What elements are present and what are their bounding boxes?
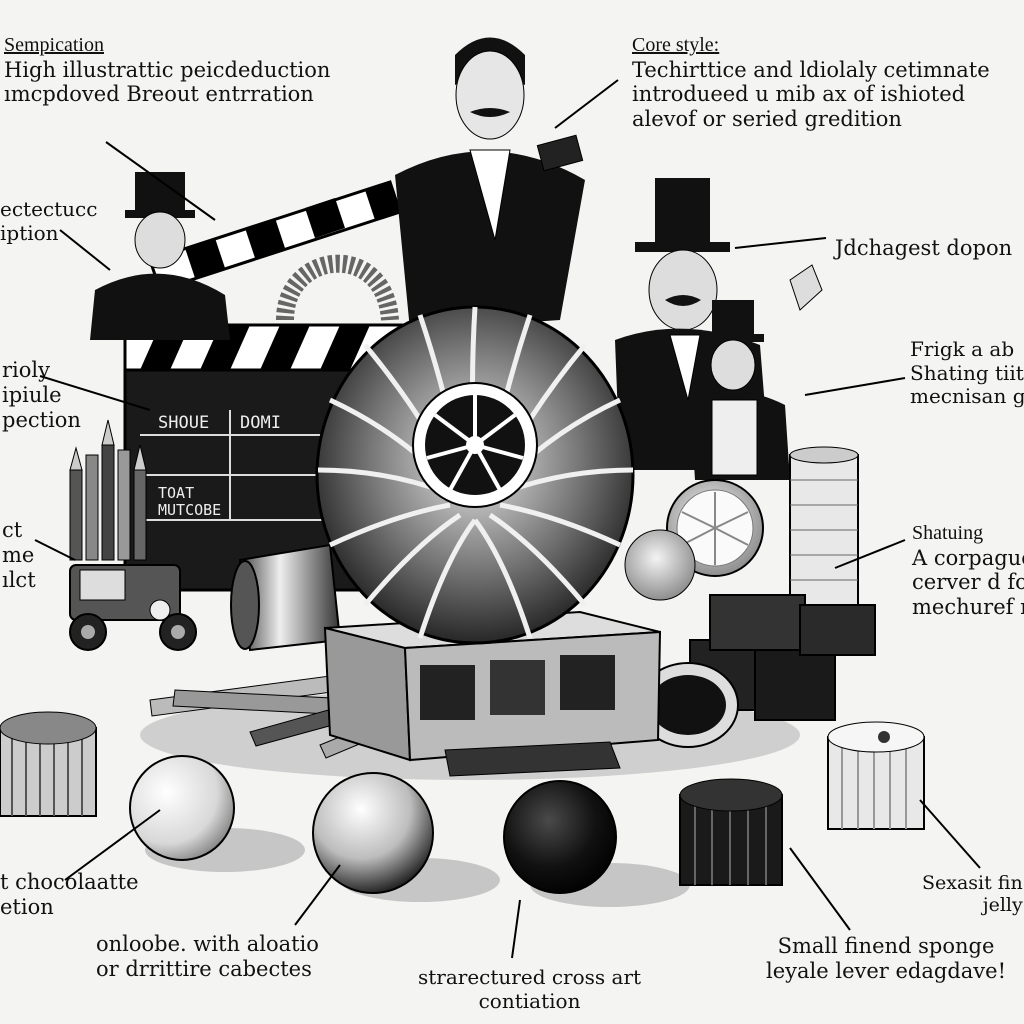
annotation-line: Small finend sponge	[777, 934, 995, 958]
annotation-onloobe: onloobe. with aloatio or drrittire cabec…	[96, 932, 319, 982]
stacked-rolls	[789, 446, 859, 616]
jelly-cupcake	[827, 721, 925, 830]
annotation-line: iption	[0, 220, 59, 245]
clapper-field-3: TOAT	[158, 484, 194, 502]
annotation-line: etion	[0, 894, 54, 919]
figure-small-tophat	[690, 264, 823, 480]
citrus-whole	[624, 529, 696, 601]
annotation-sponge: Small finend sponge leyale lever edagdav…	[766, 934, 1006, 984]
annotation-line: t chocolaatte	[0, 870, 139, 894]
annotation-title: Core style:	[632, 34, 720, 56]
annotation-line: ectectucc	[0, 197, 98, 221]
annotation-line: mechuref ro	[912, 595, 1024, 620]
annotation-line: Jdchagest dopon	[835, 236, 1013, 260]
vintage-car	[69, 564, 197, 651]
annotation-line: rioly	[2, 358, 50, 382]
annotation-line: Shating tiit	[910, 360, 1024, 385]
striped-candy-sphere	[315, 305, 635, 645]
annotation-line: me	[2, 542, 35, 567]
annotation-core-style: Core style: Techirttice and ldiolaly cet…	[632, 34, 990, 132]
annotation-title: Sempication	[4, 34, 104, 56]
pencil-bundle	[69, 419, 147, 561]
annotation-chocolate: t chocolaatte etion	[0, 870, 139, 920]
clapper-field-2: DOMI	[240, 413, 281, 433]
callout-lines	[34, 79, 981, 959]
annotation-title: Shatuing	[912, 522, 984, 544]
annotation-line: jelly	[982, 894, 1023, 917]
annotation-line: introdueed u mib ax of ishioted	[632, 82, 966, 107]
annotation-frigk: Frigk a ab Shating tiit mecnisan g	[910, 337, 1024, 409]
clapper-field-1: SHOUE	[158, 413, 209, 433]
annotation-line: ct	[2, 518, 23, 542]
white-chocolate-sphere	[129, 755, 235, 861]
annotation-line: cerver d fo	[912, 570, 1024, 595]
dark-cupcake	[679, 778, 783, 886]
annotation-line: mecnisan g	[910, 384, 1024, 409]
annotation-line: Frigk a ab	[910, 337, 1015, 361]
annotation-line: leyale lever edagdave!	[766, 958, 1007, 983]
clapper-field-4: MUTCOBE	[158, 501, 221, 519]
annotation-line: ılct	[2, 567, 36, 592]
annotation-jelly: Sexasit fin jelly	[922, 872, 1023, 917]
dusted-sphere	[312, 772, 434, 894]
annotation-jdchagest: Jdchagest dopon	[835, 236, 1012, 261]
cupcake-left	[0, 711, 97, 817]
annotation-line: ımcpdoved Breout entrration	[4, 82, 314, 107]
dark-sphere	[503, 780, 617, 894]
annotation-line: alevof or seried gredition	[632, 107, 902, 132]
annotation-line: A corpaguel	[912, 545, 1024, 570]
figure-left-tophat	[90, 172, 230, 340]
annotation-line: ipiule	[2, 382, 62, 407]
annotation-line: Sexasit fin	[922, 872, 1023, 894]
annotation-line: Techirttice and ldiolaly cetimnate	[632, 57, 990, 82]
spring-coil	[276, 254, 399, 322]
annotation-line: or drrittire cabectes	[96, 956, 312, 981]
annotation-shatuing: Shatuing A corpaguel cerver d fo mechure…	[912, 522, 1024, 620]
annotation-line: pection	[2, 407, 81, 432]
figure-center-gentleman	[395, 37, 585, 330]
annotation-simplification: Sempication High illustrattic peicdeduct…	[4, 34, 330, 107]
annotation-inspection: rioly ipiule pection	[2, 358, 81, 432]
metal-tube	[230, 543, 342, 652]
film-box	[323, 610, 662, 777]
annotation-line: onloobe. with aloatio	[96, 932, 319, 956]
annotation-line: contiation	[478, 988, 581, 1013]
annotation-line: High illustrattic peicdeduction	[4, 57, 331, 82]
annotation-line: strarectured cross art	[418, 965, 642, 989]
annotation-cross-art: strarectured cross art contiation	[418, 965, 642, 1013]
annotation-ct: ct me ılct	[2, 518, 36, 592]
annotation-description: ectectucc iption	[0, 197, 98, 245]
